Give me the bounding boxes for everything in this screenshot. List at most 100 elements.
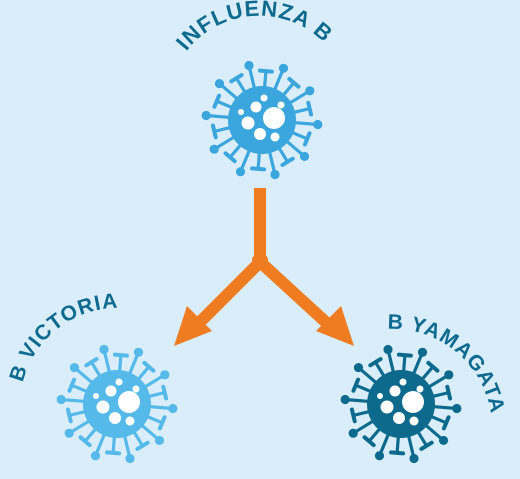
virus-membrane-spot xyxy=(277,101,285,109)
virus-spike xyxy=(117,353,123,374)
virus-spike xyxy=(146,391,167,399)
virus-spike-tip xyxy=(417,347,428,357)
arrow-branch-left xyxy=(190,254,268,332)
virus-membrane-spot xyxy=(238,109,244,115)
virus-spike-bar xyxy=(142,360,156,373)
virus-spike-tip xyxy=(438,435,449,446)
virus-spike-bar xyxy=(65,407,73,424)
virus-spike-tip xyxy=(348,428,358,438)
virus-spike-tip xyxy=(278,63,289,73)
virus-spike-bar xyxy=(112,352,129,358)
virus-spike-bar xyxy=(306,100,314,117)
virus-spike xyxy=(234,76,247,95)
virus-spike-bar xyxy=(161,384,169,401)
virus-spike-bar xyxy=(287,76,301,89)
virus-spike-bar xyxy=(84,357,99,368)
arrow-branch-right xyxy=(252,254,336,332)
virus-membrane-spot xyxy=(105,385,117,397)
virus-spike xyxy=(373,360,386,379)
virus-spike-tip xyxy=(56,394,66,405)
virus-spike-tip xyxy=(64,428,74,438)
influenza-b-label-text: INFLUENZA B xyxy=(171,0,337,55)
b-victoria-virus-icon xyxy=(56,344,178,464)
influenza-b-virus-icon xyxy=(201,60,323,180)
virus-spike-tip xyxy=(409,453,419,464)
virus-spike-bar xyxy=(351,377,361,393)
virus-membrane-spot xyxy=(115,378,123,386)
b-yamagata-virus-icon xyxy=(340,344,462,464)
virus-spike-bar xyxy=(389,450,406,456)
virus-spike-tip xyxy=(374,451,385,461)
virus-membrane-spot xyxy=(93,393,99,399)
virus-spike-tip xyxy=(444,370,454,380)
virus-spike-bar xyxy=(67,377,77,393)
virus-spike-bar xyxy=(223,151,237,164)
virus-membrane-spot xyxy=(380,400,394,414)
virus-membrane-spot xyxy=(109,412,121,424)
virus-spike-tip xyxy=(353,362,364,373)
virus-spike xyxy=(281,81,296,98)
virus-spike-tip xyxy=(244,60,254,71)
virus-membrane-spot xyxy=(402,391,424,413)
b-victoria-label-text: B VICTORIA xyxy=(5,290,118,385)
virus-spike xyxy=(212,125,233,133)
lineage-arrows xyxy=(174,188,354,346)
virus-spike-tip xyxy=(160,370,170,380)
virus-spike xyxy=(291,107,312,115)
virus-spike xyxy=(395,434,401,455)
virus-spike-tip xyxy=(133,347,144,357)
virus-spike xyxy=(430,391,451,399)
virus-spike-bar xyxy=(250,166,267,172)
virus-spike xyxy=(111,434,117,455)
virus-spike-tip xyxy=(340,394,350,405)
arrowhead-right xyxy=(316,306,354,346)
virus-spike-bar xyxy=(419,440,434,451)
virus-spike-tip xyxy=(452,403,462,414)
virus-spike-tip xyxy=(125,453,135,464)
virus-spike xyxy=(136,365,151,382)
virus-membrane-spot xyxy=(125,416,135,426)
virus-spike-bar xyxy=(280,156,295,167)
virus-spike-tip xyxy=(168,403,178,414)
virus-spike xyxy=(351,409,372,417)
virus-spike xyxy=(215,99,235,110)
virus-spike-bar xyxy=(135,440,150,451)
virus-spike-tip xyxy=(154,435,165,446)
arrowhead-left xyxy=(174,306,212,346)
virus-spike-tip xyxy=(201,110,211,121)
virus-spike-bar xyxy=(257,68,274,74)
virus-membrane-spot xyxy=(241,116,255,130)
virus-membrane-spot xyxy=(409,416,419,426)
virus-spike xyxy=(89,360,102,379)
virus-membrane-spot xyxy=(393,412,405,424)
virus-spike-bar xyxy=(441,415,451,431)
virus-spike xyxy=(354,383,374,394)
virus-spike xyxy=(83,426,98,443)
virus-membrane-spot xyxy=(132,385,140,393)
virus-spike xyxy=(420,365,435,382)
virus-spike-tip xyxy=(209,144,219,154)
virus-spike xyxy=(144,414,164,425)
virus-spike-bar xyxy=(396,352,413,358)
virus-spike-tip xyxy=(99,344,109,355)
virus-spike-bar xyxy=(210,123,218,140)
virus-membrane-spot xyxy=(250,101,262,113)
virus-spike-bar xyxy=(426,360,440,373)
virus-spike-tip xyxy=(90,451,101,461)
virus-spike-bar xyxy=(368,357,383,368)
virus-spike xyxy=(416,429,429,448)
virus-spike-tip xyxy=(214,78,225,89)
virus-membrane-spot xyxy=(96,400,110,414)
b-victoria-label: B VICTORIA xyxy=(5,290,119,385)
virus-spike xyxy=(67,409,88,417)
virus-membrane-spot xyxy=(118,391,140,413)
virus-membrane-spot xyxy=(260,94,268,102)
virus-spike-tip xyxy=(299,151,310,162)
virus-spike-tip xyxy=(383,344,393,355)
virus-spike-bar xyxy=(157,415,167,431)
virus-spike-bar xyxy=(445,384,453,401)
virus-spike xyxy=(256,150,262,171)
virus-spike-bar xyxy=(362,435,376,448)
virus-membrane-spot xyxy=(377,393,383,399)
virus-membrane-spot xyxy=(416,385,424,393)
